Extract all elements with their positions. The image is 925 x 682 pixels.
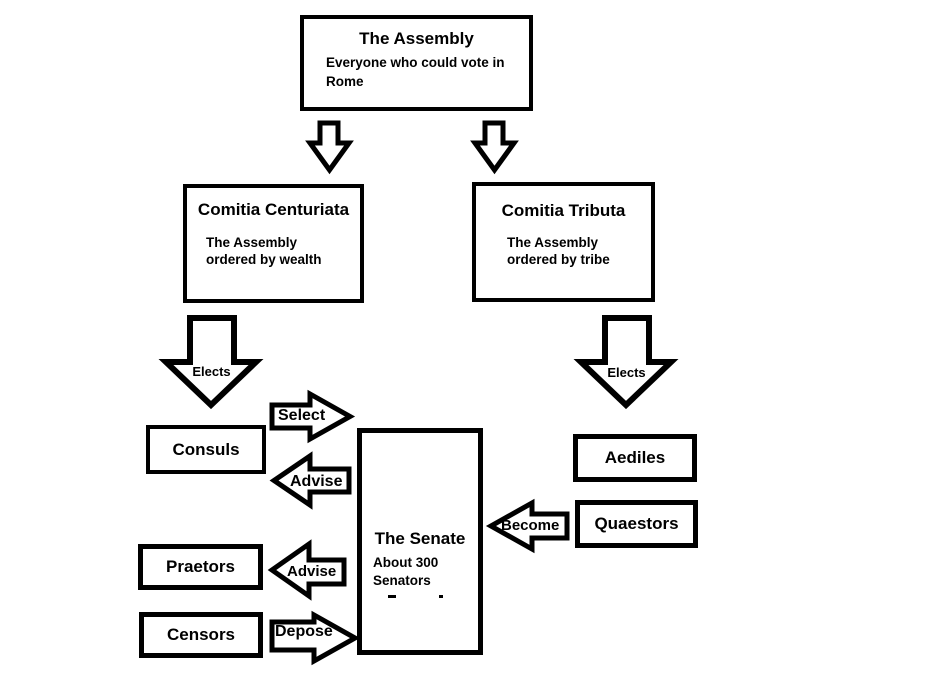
comitia-tributa-line2: ordered by tribe xyxy=(507,252,610,267)
centuriata-elects-arrow: Elects xyxy=(158,315,264,410)
down-arrow-icon xyxy=(573,315,679,410)
become-label: Become xyxy=(501,517,560,534)
consuls-box: Consuls xyxy=(146,425,266,474)
right-arrow-icon xyxy=(269,610,361,666)
left-arrow-icon xyxy=(485,498,570,554)
quaestors-label: Quaestors xyxy=(594,514,679,533)
comitia-centuriata-sub: The Assembly ordered by wealth xyxy=(187,234,360,268)
assembly-subtitle: Everyone who could vote in Rome xyxy=(326,55,505,89)
senate-line2: Senators xyxy=(373,573,431,588)
censors-label: Censors xyxy=(166,625,236,644)
consuls-label: Consuls xyxy=(172,439,240,459)
comitia-tributa-sub: The Assembly ordered by tribe xyxy=(476,234,651,268)
comitia-tributa-title: Comitia Tributa xyxy=(501,201,626,220)
down-arrow-icon xyxy=(158,315,264,410)
assembly-title: The Assembly xyxy=(359,29,474,48)
comitia-centuriata-title: Comitia Centuriata xyxy=(197,200,350,219)
advise-label: Advise xyxy=(290,473,343,490)
select-label: Select xyxy=(278,407,326,424)
tributa-elects-arrow: Elects xyxy=(573,315,679,410)
praetors-label: Praetors xyxy=(166,557,235,576)
senate-title: The Senate xyxy=(374,529,466,548)
comitia-centuriata-line1: The Assembly xyxy=(206,235,298,250)
comitia-centuriata-box: Comitia Centuriata The Assembly ordered … xyxy=(183,184,364,303)
elects-label: Elects xyxy=(607,365,646,380)
advise-consuls-arrow: Advise xyxy=(269,451,352,510)
comitia-tributa-box: Comitia Tributa The Assembly ordered by … xyxy=(472,182,655,302)
advise-praetors-arrow: Advise xyxy=(267,539,347,601)
clipped-text-remnant xyxy=(439,595,443,598)
elects-label: Elects xyxy=(192,364,231,379)
advise-label: Advise xyxy=(287,563,337,580)
assembly-to-centuriata-arrow xyxy=(305,120,354,175)
down-arrow-icon xyxy=(470,120,519,175)
comitia-centuriata-line2: ordered by wealth xyxy=(206,252,322,267)
senate-box: The Senate About 300 Senators xyxy=(357,428,483,655)
aediles-label: Aediles xyxy=(604,448,666,467)
aediles-box: Aediles xyxy=(573,434,697,482)
senate-sub: About 300 Senators xyxy=(362,554,478,590)
assembly-box: The Assembly Everyone who could vote in … xyxy=(300,15,533,111)
quaestors-box: Quaestors xyxy=(575,500,698,548)
right-arrow-icon xyxy=(269,389,356,444)
select-arrow: Select xyxy=(269,389,356,444)
depose-arrow: Depose xyxy=(269,610,361,666)
left-arrow-icon xyxy=(267,539,347,601)
clipped-text-remnant xyxy=(388,595,396,598)
down-arrow-icon xyxy=(305,120,354,175)
assembly-to-tributa-arrow xyxy=(470,120,519,175)
left-arrow-icon xyxy=(269,451,352,510)
censors-box: Censors xyxy=(139,612,263,658)
become-arrow: Become xyxy=(485,498,570,554)
senate-line1: About 300 xyxy=(373,555,439,570)
comitia-tributa-line1: The Assembly xyxy=(507,235,599,250)
depose-label: Depose xyxy=(275,623,333,640)
praetors-box: Praetors xyxy=(138,544,263,590)
